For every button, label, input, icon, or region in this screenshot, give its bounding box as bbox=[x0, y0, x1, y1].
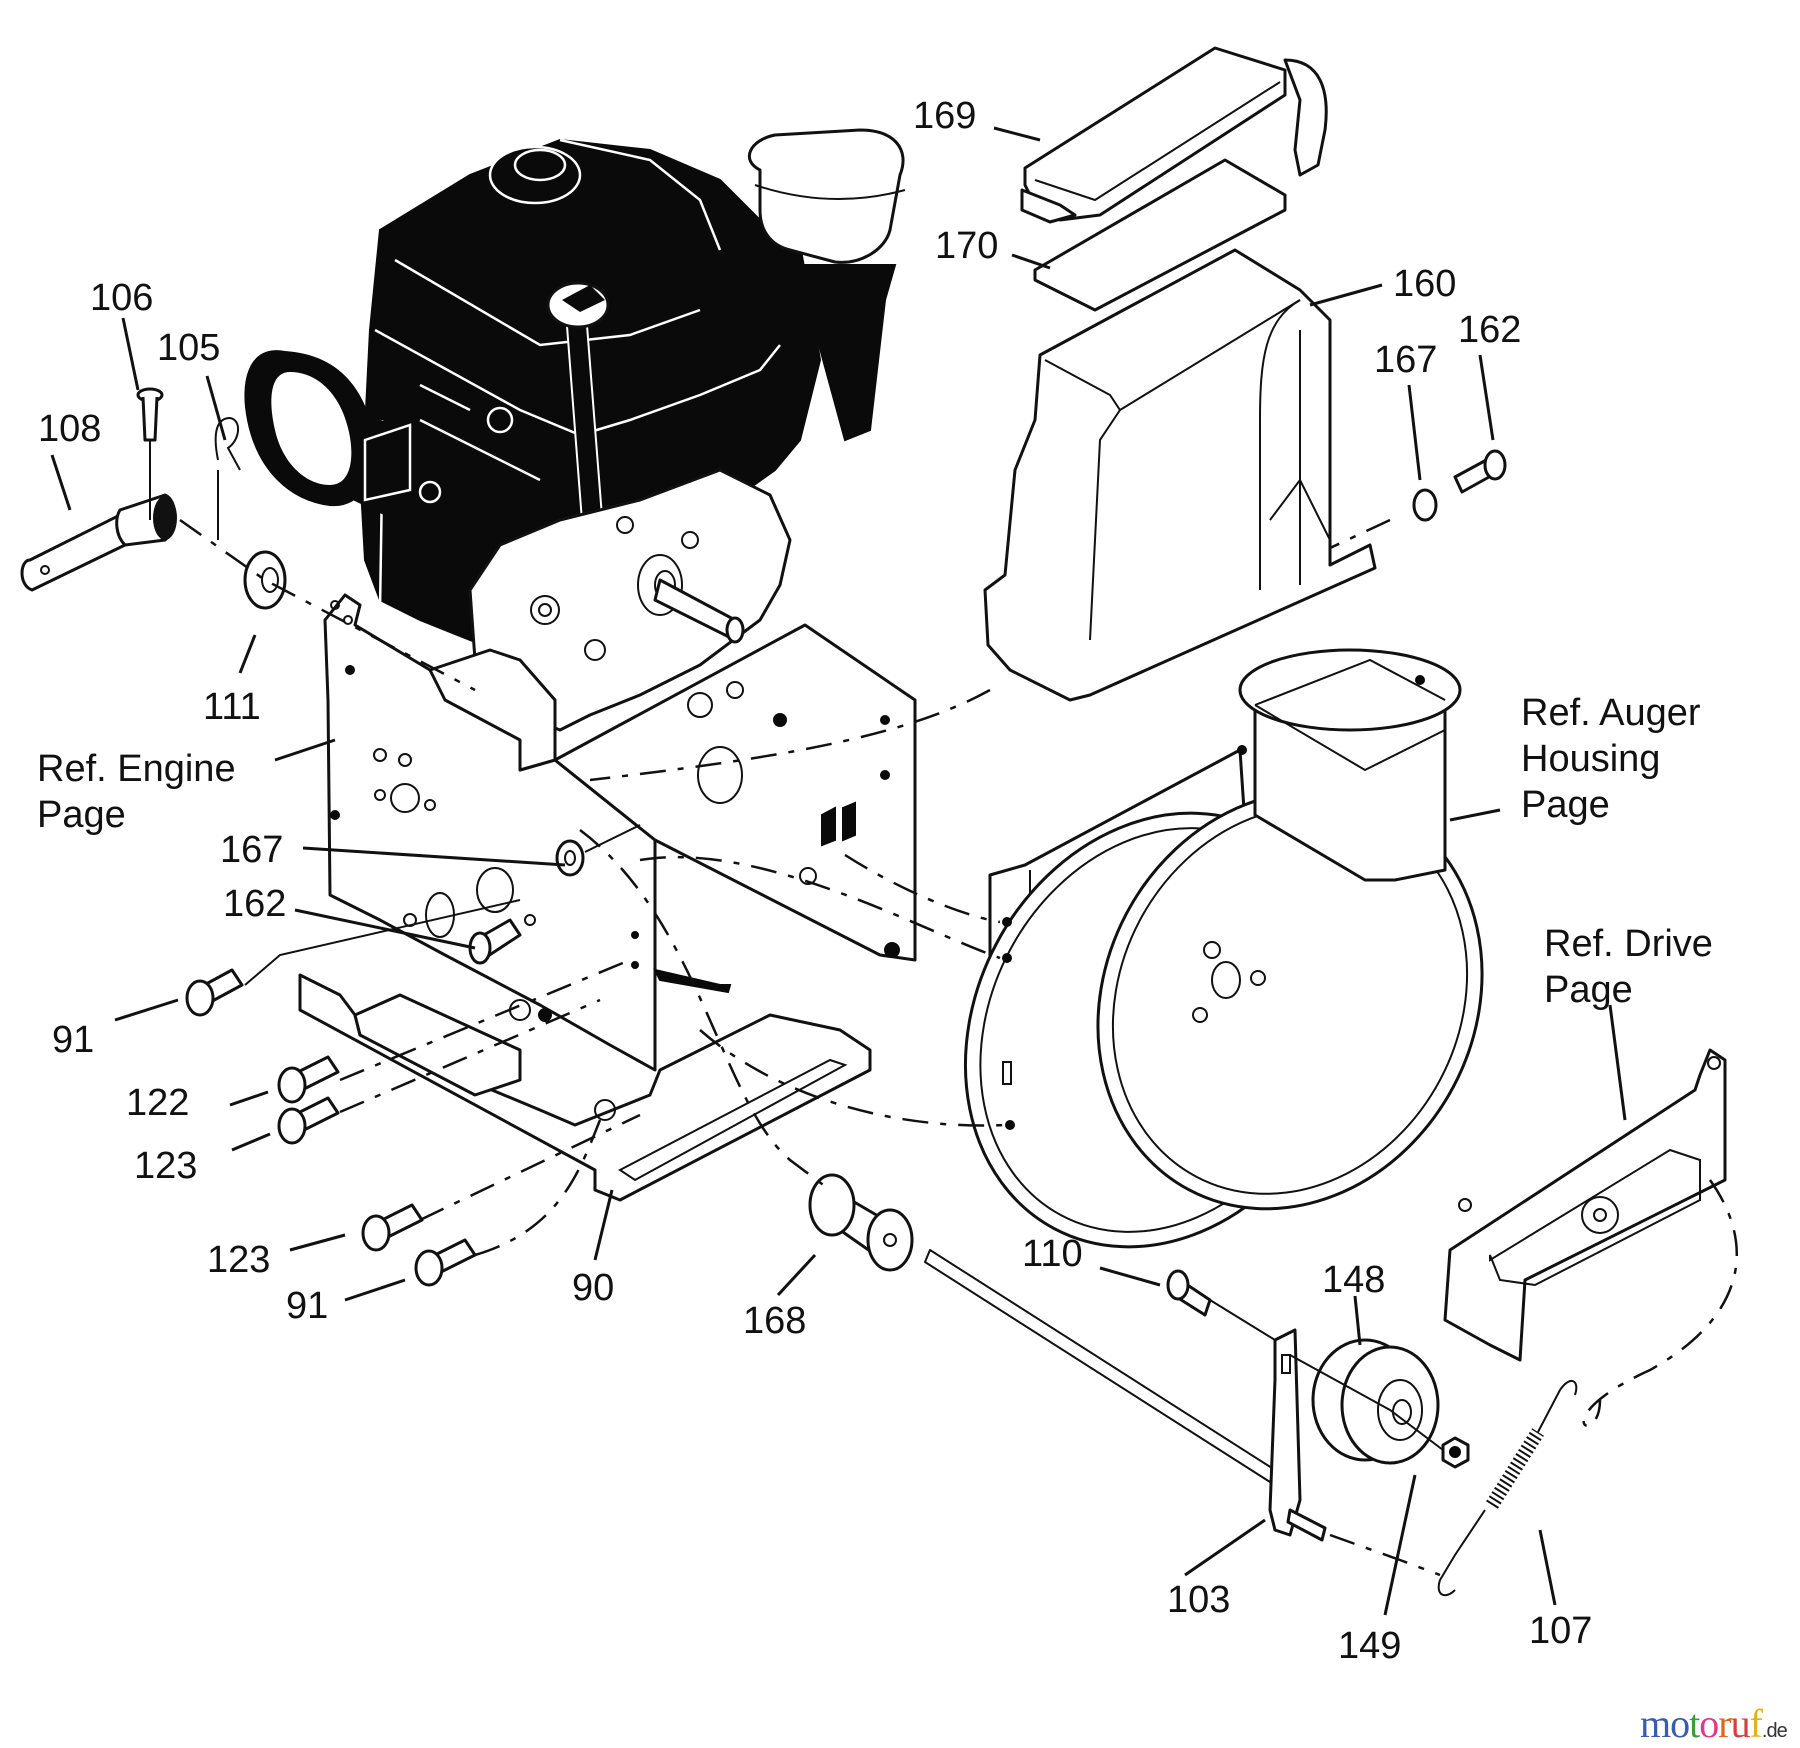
wm-letter: r bbox=[1718, 1701, 1731, 1746]
link-arm-108-icon bbox=[20, 493, 177, 592]
nut-149-icon bbox=[1441, 1436, 1470, 1469]
watermark-logo: motoruf.de bbox=[1640, 1700, 1788, 1747]
label-110[interactable]: 110 bbox=[1022, 1233, 1083, 1275]
label-105[interactable]: 105 bbox=[157, 327, 220, 369]
filter-element-icon bbox=[1033, 158, 1287, 312]
label-148[interactable]: 148 bbox=[1322, 1259, 1385, 1301]
drive-cover-icon bbox=[1443, 1048, 1727, 1362]
ref-auger-line3: Page bbox=[1521, 784, 1610, 826]
bolt-91-bottom-icon bbox=[414, 1238, 477, 1287]
wm-letter: u bbox=[1730, 1701, 1751, 1746]
label-123-top[interactable]: 123 bbox=[134, 1145, 197, 1187]
wm-letter: o bbox=[1699, 1701, 1719, 1746]
wm-letter: t bbox=[1689, 1701, 1700, 1746]
label-107[interactable]: 107 bbox=[1529, 1610, 1592, 1652]
assembly-lines bbox=[149, 440, 1739, 1577]
label-168[interactable]: 168 bbox=[743, 1300, 806, 1342]
ref-engine-line1: Ref. Engine bbox=[37, 748, 236, 790]
leader-lines bbox=[50, 126, 1627, 1616]
label-169[interactable]: 169 bbox=[913, 95, 976, 137]
label-91-bottom[interactable]: 91 bbox=[286, 1285, 328, 1327]
label-170[interactable]: 170 bbox=[935, 225, 998, 267]
ref-drive-line1: Ref. Drive bbox=[1544, 923, 1713, 965]
label-108[interactable]: 108 bbox=[38, 408, 101, 450]
bolt-123-top-icon bbox=[277, 1096, 340, 1145]
wm-letter: o bbox=[1670, 1701, 1690, 1746]
label-167-right[interactable]: 167 bbox=[1374, 339, 1437, 381]
ref-drive-line2: Page bbox=[1544, 969, 1633, 1011]
filter-cover-icon bbox=[1020, 46, 1328, 224]
washer-167-right-icon bbox=[1412, 488, 1438, 522]
auger-housing-icon bbox=[963, 648, 1484, 1249]
label-149[interactable]: 149 bbox=[1338, 1625, 1401, 1667]
ref-drive-page[interactable]: Ref. Drive Page bbox=[1544, 923, 1713, 1011]
ref-auger-housing-page[interactable]: Ref. Auger Housing Page bbox=[1521, 692, 1701, 826]
label-103[interactable]: 103 bbox=[1167, 1579, 1230, 1621]
ref-auger-line1: Ref. Auger bbox=[1521, 692, 1701, 734]
label-162-right[interactable]: 162 bbox=[1458, 309, 1521, 351]
bolt-162-left-icon bbox=[468, 918, 522, 965]
label-162-left[interactable]: 162 bbox=[223, 883, 286, 925]
spring-icon bbox=[1437, 1380, 1578, 1597]
idler-bracket-103-icon bbox=[1268, 1328, 1327, 1542]
bolt-162-right-icon bbox=[1453, 449, 1507, 494]
idler-rod-icon bbox=[924, 1249, 1276, 1483]
label-160[interactable]: 160 bbox=[1393, 263, 1456, 305]
bolt-91-top-icon bbox=[185, 968, 244, 1017]
label-123-bottom[interactable]: 123 bbox=[207, 1239, 270, 1281]
bolt-123-bottom-icon bbox=[361, 1203, 424, 1252]
label-122[interactable]: 122 bbox=[126, 1082, 189, 1124]
ref-engine-page[interactable]: Ref. Engine Page bbox=[37, 748, 236, 836]
part-labels: 169 170 160 162 167 106 105 108 111 167 … bbox=[38, 95, 1592, 1667]
ref-engine-line2: Page bbox=[37, 794, 126, 836]
engine-icon bbox=[244, 128, 906, 732]
label-111[interactable]: 111 bbox=[203, 686, 261, 728]
washer-167-left-icon bbox=[555, 839, 585, 877]
bolt-122-icon bbox=[277, 1055, 340, 1104]
washer-111-icon bbox=[243, 550, 287, 610]
pulley-icon bbox=[1311, 1338, 1440, 1465]
wm-letter: f bbox=[1749, 1701, 1763, 1746]
ref-auger-line2: Housing bbox=[1521, 738, 1660, 780]
clevis-pin-106-icon bbox=[136, 387, 164, 442]
hairpin-105-icon bbox=[214, 416, 241, 471]
label-91-top[interactable]: 91 bbox=[52, 1019, 94, 1061]
wm-letter: m bbox=[1640, 1701, 1671, 1746]
bolt-110-icon bbox=[1166, 1269, 1212, 1317]
label-90[interactable]: 90 bbox=[572, 1267, 614, 1309]
roller-168-icon bbox=[808, 1173, 914, 1272]
label-106[interactable]: 106 bbox=[90, 277, 153, 319]
frame-icon bbox=[298, 593, 917, 1202]
wm-tld: .de bbox=[1761, 1720, 1788, 1742]
filter-housing-icon bbox=[983, 248, 1377, 702]
label-167-left[interactable]: 167 bbox=[220, 829, 283, 871]
